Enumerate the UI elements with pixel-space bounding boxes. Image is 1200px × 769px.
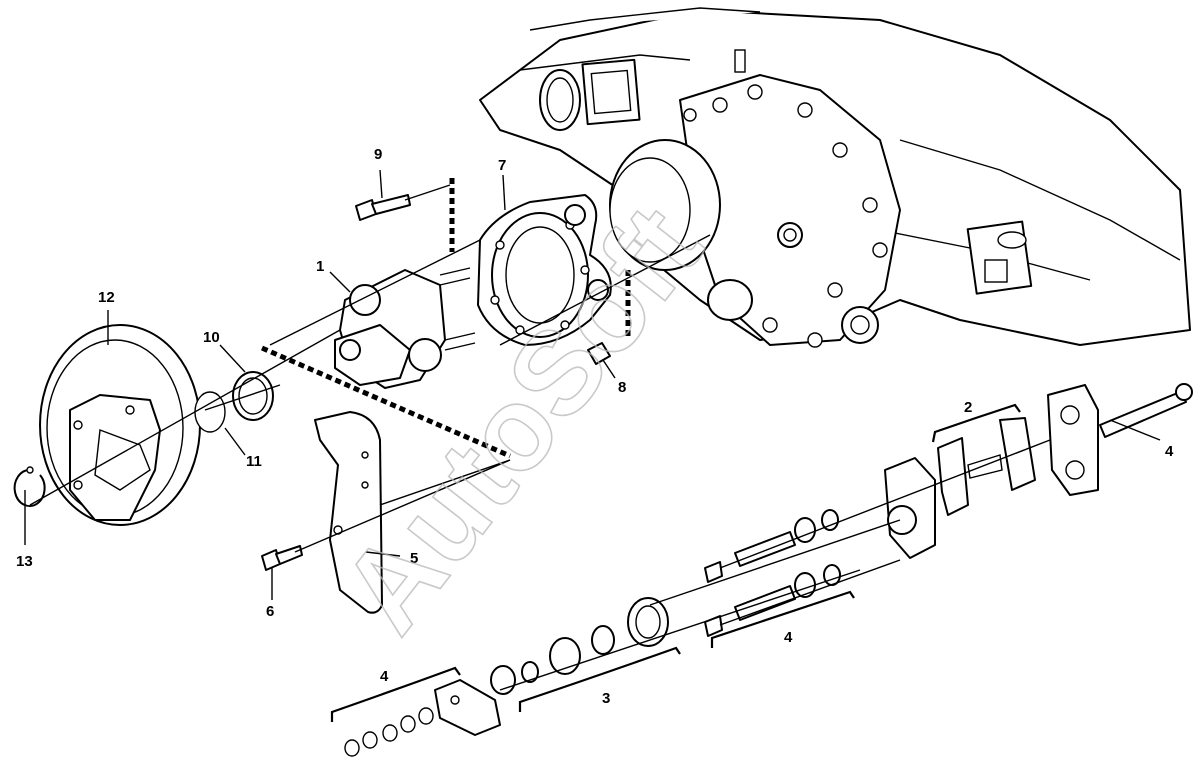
seal-ring-10	[232, 371, 274, 421]
callout-7: 7	[498, 157, 506, 174]
axle-housing	[479, 7, 1191, 348]
washer-set	[344, 707, 434, 757]
bolt-9	[355, 194, 411, 221]
callout-leaders	[24, 169, 1161, 600]
callout-4c: 4	[1165, 443, 1174, 460]
bolt-6	[261, 545, 303, 571]
callout-10: 10	[203, 329, 220, 346]
callout-4a: 4	[380, 668, 389, 685]
callout-5: 5	[410, 550, 418, 567]
assembly-lines	[29, 184, 1051, 691]
callout-1: 1	[316, 258, 324, 275]
group-braces	[330, 403, 1021, 722]
circlip	[13, 466, 46, 507]
brake-pads	[937, 417, 1036, 516]
callout-8: 8	[618, 379, 626, 396]
callout-3: 3	[602, 690, 610, 707]
dashed-alignment-lines	[261, 178, 631, 459]
callout-13: 13	[16, 553, 33, 570]
piston-assembly	[490, 597, 669, 695]
callout-9: 9	[374, 146, 382, 163]
caliper-halves	[1047, 383, 1193, 496]
callout-12: 12	[98, 289, 115, 306]
brake-disc	[39, 324, 201, 526]
caliper-carrier	[477, 194, 612, 346]
dowel-pin	[587, 342, 611, 365]
guide-pin-lower	[704, 564, 841, 637]
callout-11: 11	[246, 453, 262, 470]
lower-arm-plate	[434, 679, 501, 736]
guide-pin-upper	[704, 509, 839, 583]
callout-labels: 1 2 3 4 4 4 5 6 7 8 9 10 11 12 13	[16, 146, 1174, 707]
callout-2: 2	[964, 399, 972, 416]
callout-6: 6	[266, 603, 274, 620]
brake-caliper	[334, 267, 476, 389]
callout-4b: 4	[784, 629, 793, 646]
piston-housing	[884, 457, 936, 559]
